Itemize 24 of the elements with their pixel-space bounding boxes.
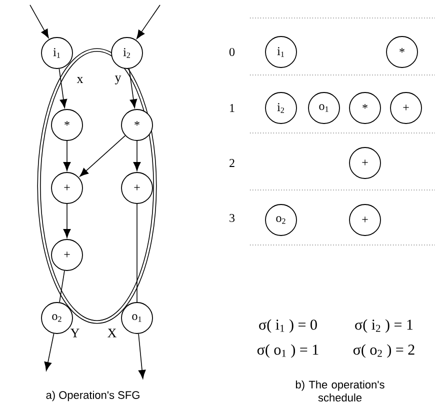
- schedule-equation: σ( i$_{2}$ ) = 1: [355, 319, 413, 333]
- row-number: 2: [230, 159, 234, 167]
- edge-label: Y: [69, 328, 81, 338]
- arrow: [30, 4, 49, 38]
- schedule-equation: σ( o$_{2}$ ) = 2: [353, 344, 414, 358]
- edge-label: y: [114, 74, 122, 86]
- arrow: [128, 68, 138, 108]
- caption: a) Operation's SFG: [46, 390, 140, 402]
- arrow: [136, 4, 160, 39]
- row-number: 0: [229, 48, 235, 56]
- caption: b) The operation's schedule: [296, 380, 384, 402]
- arrow: [80, 135, 126, 177]
- arrow: [44, 333, 54, 371]
- schedule-equation: σ( o$_{1}$ ) = 1: [257, 344, 318, 358]
- arrow: [63, 204, 71, 238]
- edge-label: x: [76, 76, 84, 84]
- row-number: 3: [230, 214, 235, 222]
- edge-label: X: [106, 328, 118, 338]
- arrow: [63, 140, 71, 171]
- arrow: [58, 68, 68, 108]
- schedule-equation: σ( i$_{1}$ ) = 0: [259, 319, 317, 333]
- arrow: [133, 140, 141, 171]
- arrow: [138, 333, 146, 379]
- row-number: 1: [230, 104, 234, 112]
